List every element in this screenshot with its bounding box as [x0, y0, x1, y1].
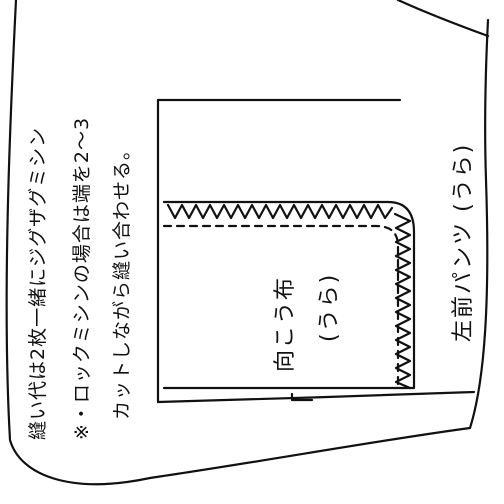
notch-mark [290, 392, 314, 402]
label-left-front-pants: 左前パンツ (うら) [451, 143, 476, 342]
pants-outline-left-curve [5, 0, 490, 486]
instruction-note-1: 縫い代は2枚一緒にジグザグミシン [27, 127, 49, 440]
label-pocket-facing: 向こう布 [273, 276, 298, 372]
pocket-facing-outline [162, 200, 416, 390]
instruction-note-3: カットしながら縫い合わせる。 [111, 140, 133, 420]
label-pocket-facing-side: (うら) [317, 273, 342, 342]
pants-outline-top-curve [396, 0, 490, 38]
zigzag-stitch-top [166, 203, 394, 220]
stitch-line-dashed [162, 224, 400, 390]
pants-pocket-bottom-edge [156, 390, 476, 404]
zigzag-stitch-right [393, 212, 412, 390]
instruction-note-2: ※・ロックミシンの場合は端を2～3 [71, 117, 93, 440]
